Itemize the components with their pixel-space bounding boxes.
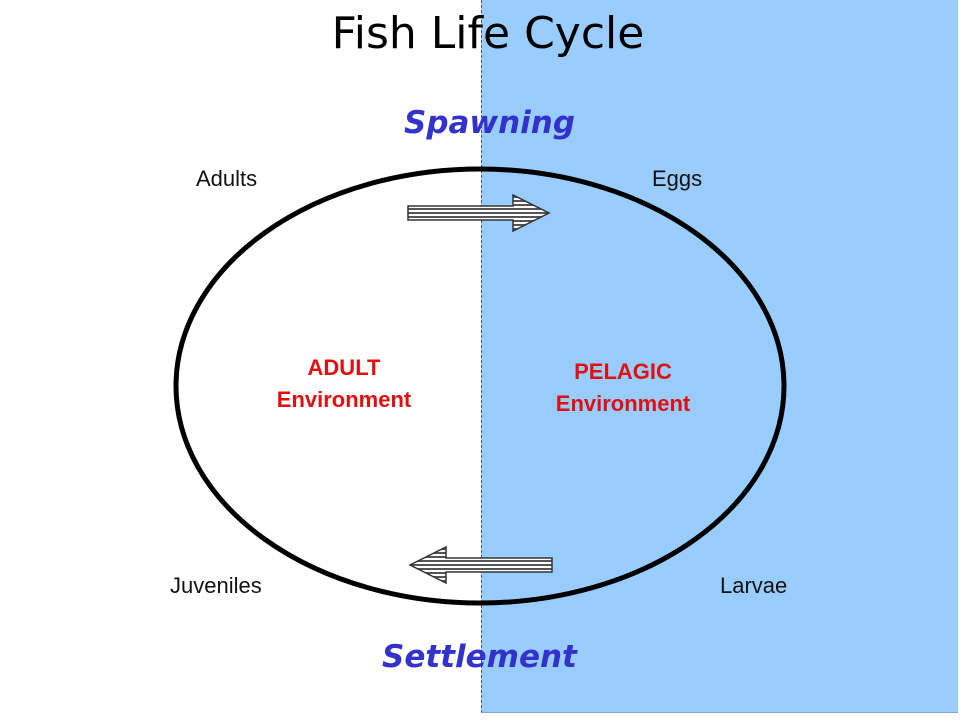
arrow-right-icon <box>407 193 551 233</box>
spawning-label: Spawning <box>404 105 576 141</box>
adult-environment-line2: Environment <box>276 387 412 412</box>
cycle-ellipse <box>173 166 787 606</box>
page-title: Fish Life Cycle <box>331 8 645 59</box>
pelagic-environment-line2: Environment <box>555 391 691 416</box>
stage-label-larvae: Larvae <box>720 573 788 598</box>
adult-environment-line1: ADULT <box>307 355 381 380</box>
stage-label-juveniles: Juveniles <box>170 573 262 598</box>
pelagic-environment-line1: PELAGIC <box>574 359 672 384</box>
settlement-label: Settlement <box>382 639 577 675</box>
adult-environment-label: ADULT Environment <box>244 352 444 416</box>
pelagic-environment-label: PELAGIC Environment <box>523 356 723 420</box>
stage-label-eggs: Eggs <box>652 166 703 191</box>
arrow-left-icon <box>408 545 553 585</box>
stage-label-adults: Adults <box>196 166 258 191</box>
